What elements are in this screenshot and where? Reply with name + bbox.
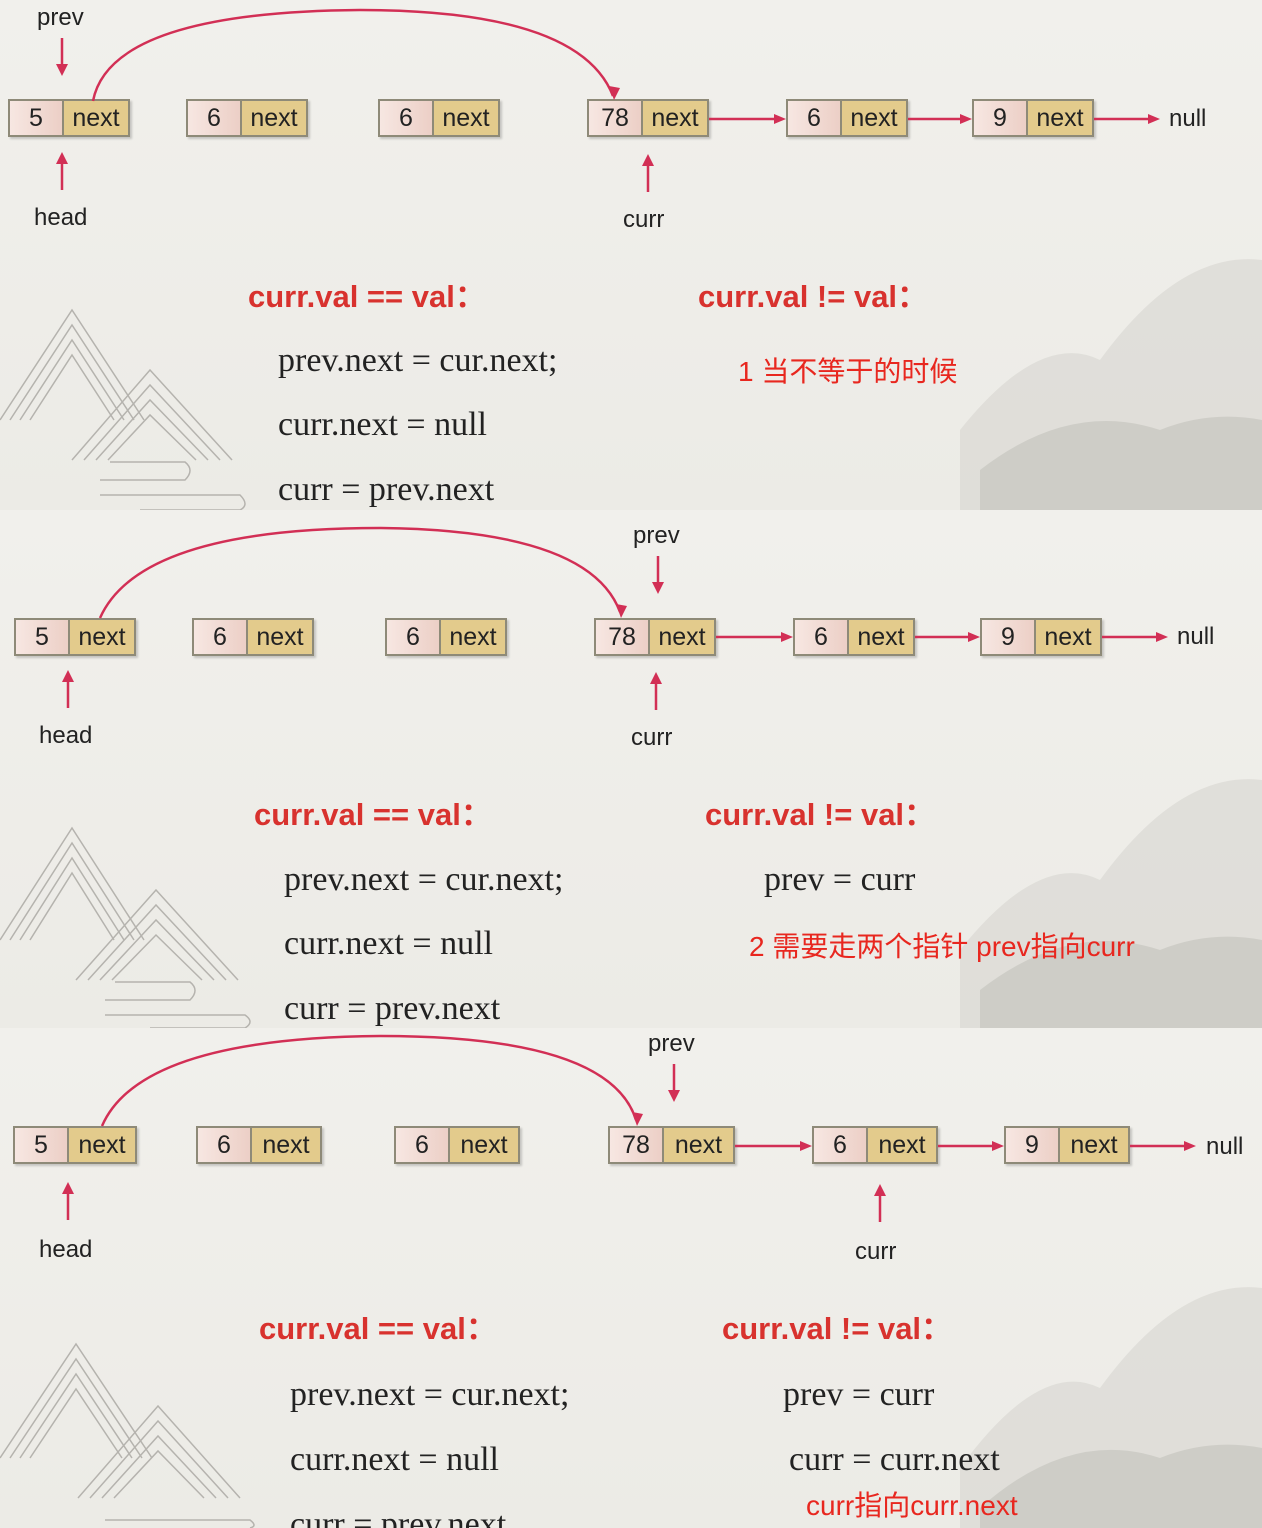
prev-pointer-label: prev	[633, 522, 680, 549]
node-value: 6	[814, 1128, 868, 1162]
condition-equal: curr.val == val：	[259, 1311, 497, 1346]
code-line: curr = curr.next	[789, 1441, 1000, 1478]
node-value: 6	[795, 620, 849, 654]
node-value: 6	[194, 620, 248, 654]
node-next-pointer: next	[450, 1128, 518, 1162]
code-line: curr.next = null	[284, 925, 493, 962]
node-value: 6	[380, 101, 434, 135]
head-pointer-label: head	[39, 722, 93, 749]
prev-pointer-label: prev	[37, 4, 84, 31]
node-next-pointer: next	[70, 620, 134, 654]
mountain-decoration	[0, 259, 1262, 510]
curr-pointer-label: curr	[623, 206, 665, 233]
node-value: 5	[15, 1128, 69, 1162]
node-next-pointer: next	[868, 1128, 936, 1162]
node-next-pointer: next	[69, 1128, 135, 1162]
null-label: null	[1177, 623, 1215, 650]
null-label: null	[1206, 1133, 1244, 1160]
annotation-note: 1 当不等于的时候	[738, 356, 958, 387]
node-value: 78	[610, 1128, 664, 1162]
node-value: 6	[396, 1128, 450, 1162]
code-line: prev.next = cur.next;	[284, 861, 564, 898]
node-value: 9	[974, 101, 1028, 135]
node-next-pointer: next	[1060, 1128, 1128, 1162]
node-value: 5	[10, 101, 64, 135]
curr-pointer-label: curr	[631, 724, 673, 751]
node-next-pointer: next	[64, 101, 128, 135]
code-line: curr = prev.next	[290, 1506, 507, 1528]
mountain-decoration	[0, 1287, 1262, 1528]
code-line: curr.next = null	[278, 406, 487, 443]
code-line: prev.next = cur.next;	[278, 342, 558, 379]
node-next-pointer: next	[643, 101, 707, 135]
prev-pointer-label: prev	[648, 1030, 695, 1057]
annotation-note: curr指向curr.next	[806, 1490, 1018, 1521]
curr-pointer-label: curr	[855, 1238, 897, 1265]
code-line: curr = prev.next	[284, 990, 501, 1027]
condition-not-equal: curr.val != val：	[705, 797, 936, 832]
node-value: 78	[589, 101, 643, 135]
node-next-pointer: next	[242, 101, 306, 135]
head-pointer-label: head	[39, 1236, 93, 1263]
node-value: 6	[788, 101, 842, 135]
node-value: 6	[188, 101, 242, 135]
code-line: prev.next = cur.next;	[290, 1376, 570, 1413]
condition-not-equal: curr.val != val：	[722, 1311, 953, 1346]
node-next-pointer: next	[248, 620, 312, 654]
node-value: 9	[1006, 1128, 1060, 1162]
node-next-pointer: next	[1028, 101, 1092, 135]
node-value: 6	[198, 1128, 252, 1162]
node-value: 6	[387, 620, 441, 654]
node-next-pointer: next	[434, 101, 498, 135]
mountain-decoration	[0, 779, 1262, 1028]
node-next-pointer: next	[650, 620, 714, 654]
condition-equal: curr.val == val：	[248, 279, 486, 314]
null-label: null	[1169, 105, 1207, 132]
node-next-pointer: next	[842, 101, 906, 135]
condition-equal: curr.val == val：	[254, 797, 492, 832]
code-line: curr.next = null	[290, 1441, 499, 1478]
annotation-note: 2 需要走两个指针 prev指向curr	[749, 931, 1135, 962]
node-next-pointer: next	[664, 1128, 733, 1162]
condition-not-equal: curr.val != val：	[698, 279, 929, 314]
node-value: 9	[982, 620, 1036, 654]
node-next-pointer: next	[849, 620, 913, 654]
code-line: prev = curr	[764, 861, 916, 898]
node-value: 5	[16, 620, 70, 654]
node-next-pointer: next	[252, 1128, 320, 1162]
head-pointer-label: head	[34, 204, 88, 231]
code-line: curr = prev.next	[278, 471, 495, 508]
code-line: prev = curr	[783, 1376, 935, 1413]
node-next-pointer: next	[1036, 620, 1100, 654]
node-next-pointer: next	[441, 620, 505, 654]
node-value: 78	[596, 620, 650, 654]
